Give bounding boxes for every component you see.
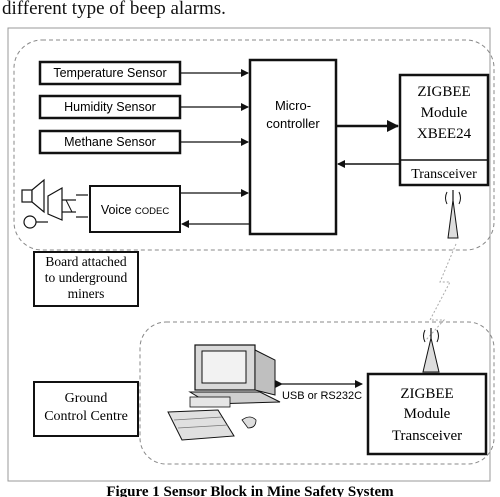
- microcontroller-box: [248, 58, 338, 236]
- zigbee-top-line1: ZIGBEE: [417, 84, 470, 100]
- zigbee-top-line2: Module: [421, 105, 468, 121]
- temperature-sensor-label: Temperature Sensor: [53, 66, 166, 80]
- board-note-line1: Board attached: [45, 254, 127, 269]
- antenna-bottom-icon: [422, 328, 440, 373]
- zigbee-top-line4: Transceiver: [411, 167, 477, 182]
- zigbee-top-line3: XBEE24: [417, 126, 472, 142]
- humidity-sensor-label: Humidity Sensor: [64, 100, 156, 114]
- voice-codec-label: Voice CODEC: [101, 203, 170, 217]
- methane-sensor-label: Methane Sensor: [64, 135, 156, 149]
- board-note-box: [33, 251, 139, 307]
- ground-region: [139, 321, 495, 465]
- header-text: different type of beep alarms.: [2, 0, 226, 19]
- voice-codec-main: Voice: [101, 203, 135, 217]
- ground-control-line1: Ground: [65, 391, 108, 406]
- zigbee-bottom-box: [366, 372, 488, 456]
- computer-icon: [167, 344, 281, 441]
- board-note-line2: to underground: [45, 270, 128, 285]
- zigbee-bottom-line3: Transceiver: [392, 428, 462, 444]
- zigbee-top-box: [398, 73, 490, 187]
- board-region: [13, 39, 495, 251]
- ground-control-box: [33, 381, 139, 437]
- antenna-top-icon: [445, 190, 461, 239]
- usb-link-label: USB or RS232C: [282, 390, 362, 402]
- wireless-link-icon: [425, 243, 457, 341]
- voice-codec-box: [89, 185, 181, 233]
- zigbee-bottom-line2: Module: [404, 406, 451, 422]
- figure-caption: Figure 1 Sensor Block in Mine Safety Sys…: [106, 484, 394, 497]
- ground-control-line2: Control Centre: [44, 409, 128, 424]
- microcontroller-label-2: controller: [266, 116, 320, 131]
- speaker-microphone-icon: [21, 178, 88, 229]
- outer-frame: [7, 27, 491, 482]
- microcontroller-label-1: Micro-: [275, 98, 311, 113]
- zigbee-bottom-line1: ZIGBEE: [400, 386, 453, 402]
- voice-codec-small: CODEC: [135, 206, 169, 217]
- board-note-line3: miners: [68, 286, 105, 301]
